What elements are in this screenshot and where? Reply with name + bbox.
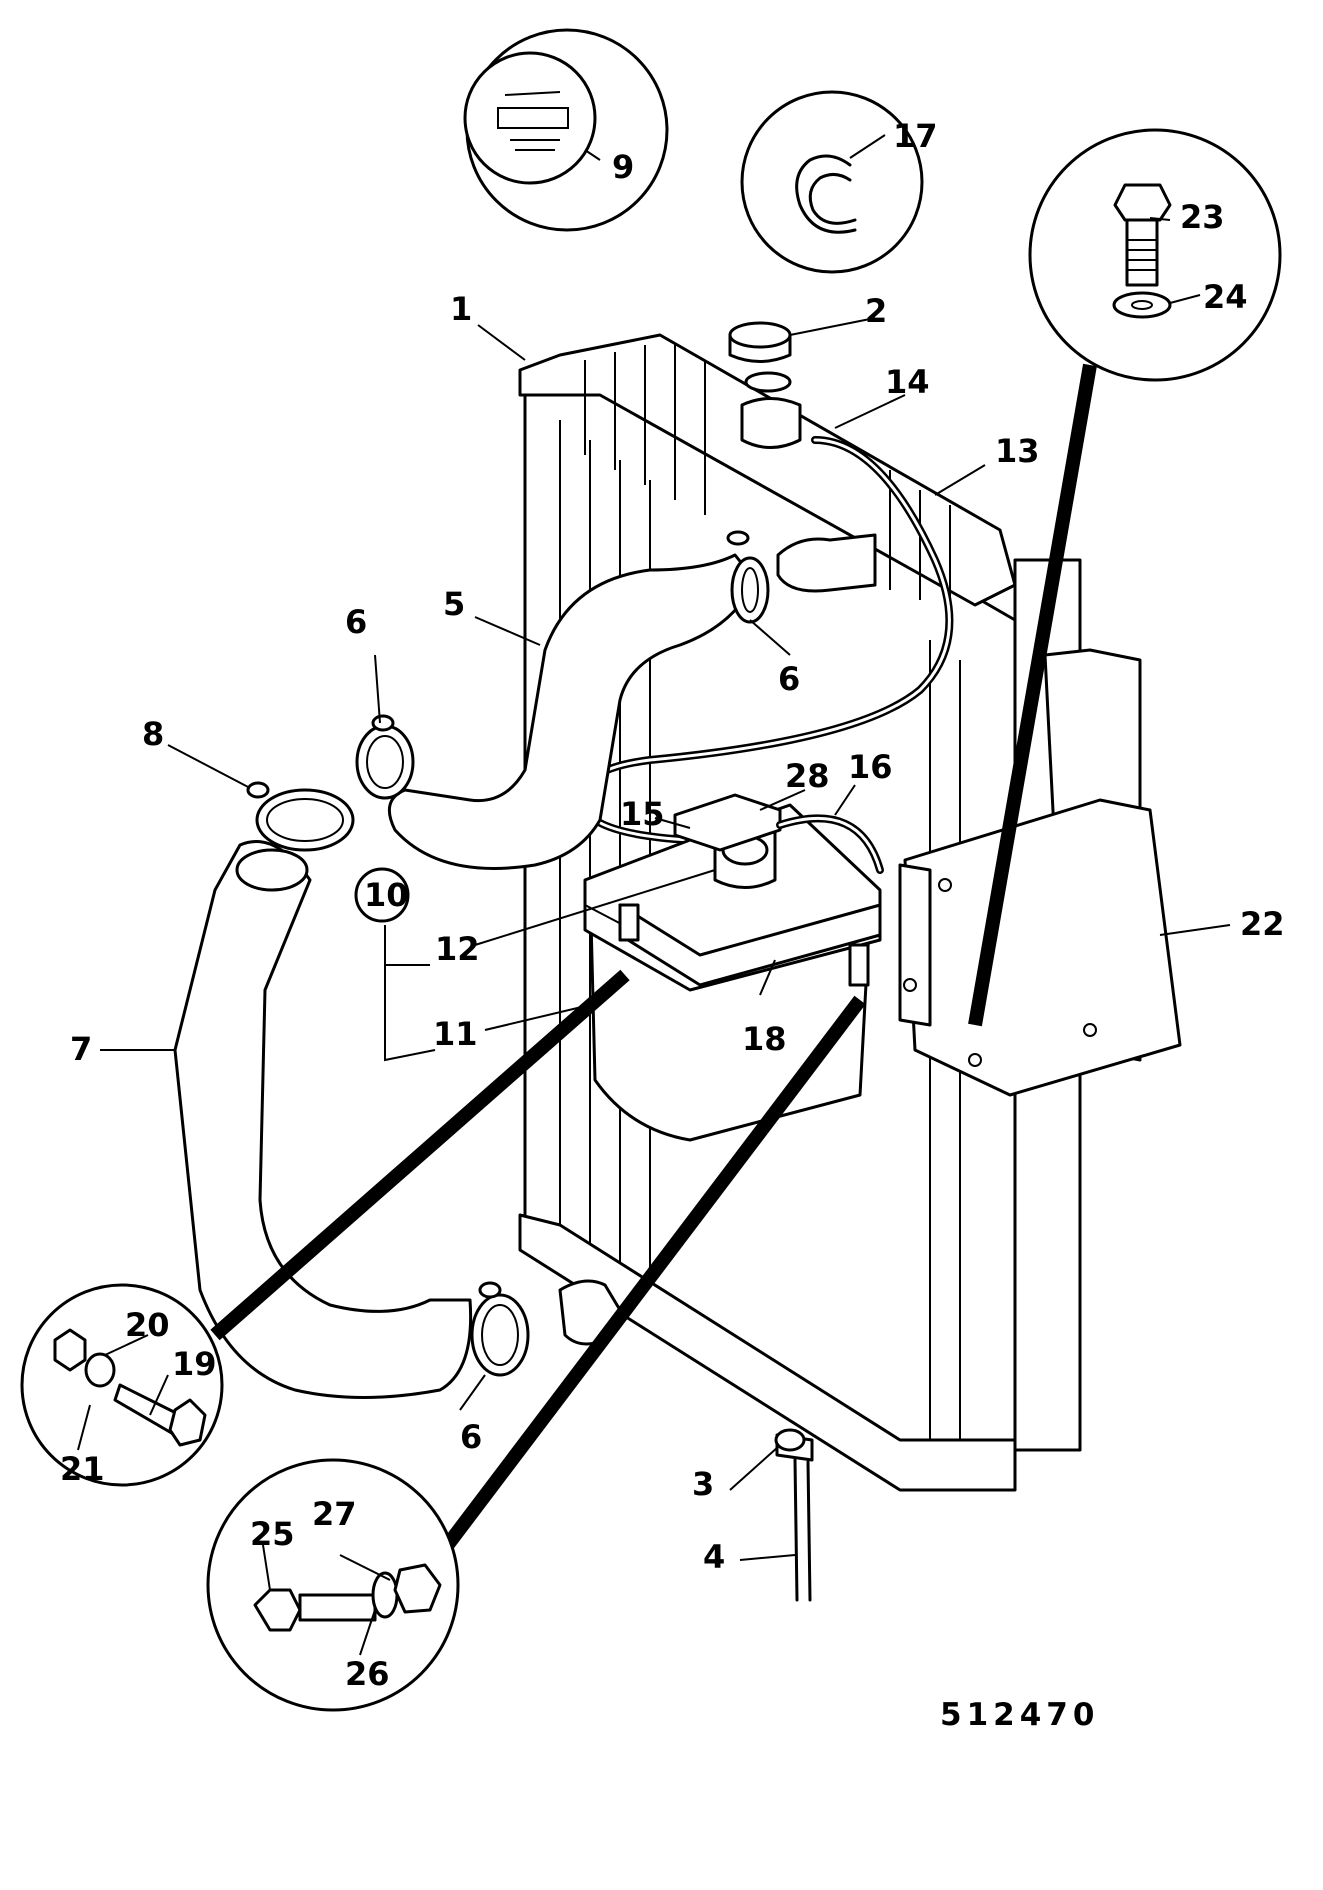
callout-2: 2 (865, 292, 887, 330)
detail-pointers (210, 363, 1097, 1560)
callout-21: 21 (60, 1450, 105, 1488)
callout-13: 13 (995, 432, 1040, 470)
bottom-hose-end (235, 848, 309, 892)
callout-11: 11 (433, 1015, 478, 1053)
detail-circle-25-26-27 (206, 1458, 460, 1712)
callout-26: 26 (345, 1655, 390, 1693)
callout-25: 25 (250, 1515, 295, 1553)
callout-9: 9 (612, 148, 634, 186)
callout-22: 22 (1240, 905, 1285, 943)
callout-27: 27 (312, 1495, 357, 1533)
callout-5: 5 (443, 585, 465, 623)
callout-8: 8 (142, 715, 164, 753)
callout-6-upper: 6 (778, 660, 800, 698)
callout-23: 23 (1180, 198, 1225, 236)
callout-7: 7 (70, 1030, 92, 1068)
callout-6-lower: 6 (460, 1418, 482, 1456)
callout-15: 15 (620, 795, 665, 833)
callout-labels: 1 2 3 4 5 6 6 6 7 8 9 10 11 12 13 14 15 … (60, 117, 1285, 1693)
callout-28: 28 (785, 757, 830, 795)
callout-10: 10 (364, 876, 409, 914)
strap-lug-right (848, 943, 870, 987)
callout-18: 18 (742, 1020, 787, 1058)
bottom-hose (173, 840, 473, 1399)
callout-4: 4 (703, 1538, 725, 1576)
callout-6-left: 6 (345, 603, 367, 641)
radiator-cap (728, 321, 792, 393)
hose-clamp-6-left (355, 714, 415, 800)
callout-19: 19 (172, 1345, 217, 1383)
reference-number: 512470 (940, 1697, 1099, 1733)
top-hose (387, 553, 757, 870)
callout-20: 20 (125, 1306, 170, 1344)
top-outlet-pipe (776, 533, 877, 593)
strap-lug-left (618, 903, 640, 942)
detail-circle-19-20-21 (20, 1283, 224, 1487)
filler-neck (740, 397, 802, 449)
callout-1: 1 (450, 290, 472, 328)
drain-tube (793, 1458, 812, 1602)
hose-clamp-6-upper (726, 530, 770, 624)
callout-12: 12 (435, 930, 480, 968)
detail-circle-9 (463, 28, 669, 232)
callout-16: 16 (848, 748, 893, 786)
callout-3: 3 (692, 1465, 714, 1503)
detail-circle-17 (740, 90, 924, 274)
hose-clamp-6-lower (470, 1281, 530, 1377)
drain-tap (774, 1428, 814, 1462)
radiator-top-tank (518, 333, 1017, 607)
callout-circle-10 (354, 867, 410, 923)
detail-circle-23-24 (1028, 128, 1282, 382)
leader-lines (77, 134, 1231, 1656)
callout-24: 24 (1203, 278, 1248, 316)
callout-17: 17 (893, 117, 938, 155)
callout-14: 14 (885, 363, 930, 401)
hose-clamp-8 (246, 781, 355, 852)
